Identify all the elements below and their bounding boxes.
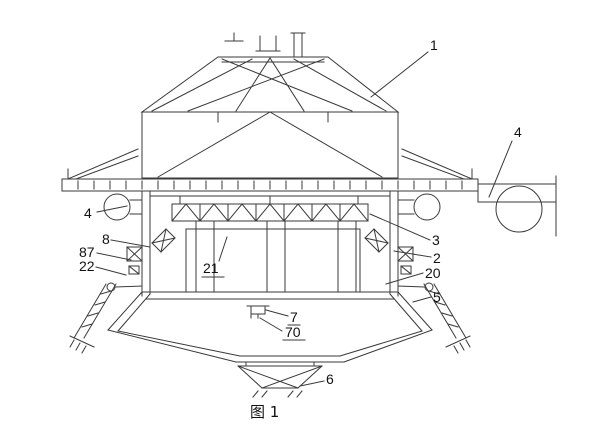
label-2: 2: [433, 250, 441, 266]
figure-caption: 图 1: [250, 403, 279, 421]
truss: [171, 195, 369, 222]
label-4-left: 4: [84, 205, 92, 221]
wall-fittings-right: [364, 228, 414, 275]
leg-left: [69, 282, 143, 354]
upper-box: [141, 111, 399, 179]
right-duct-circle: [495, 185, 543, 233]
top-fittings: [224, 32, 306, 58]
label-8: 8: [102, 231, 110, 247]
right-duct: [477, 175, 557, 237]
label-20: 20: [425, 265, 441, 281]
label-6: 6: [326, 371, 334, 387]
label-7: 7: [290, 309, 298, 325]
detail-7-70: [246, 305, 270, 319]
trunnion-right: [397, 193, 441, 221]
flange-ring: [61, 178, 479, 192]
bottom-funnel: [237, 361, 323, 398]
label-87: 87: [79, 244, 95, 260]
label-5: 5: [433, 289, 441, 305]
label-3: 3: [432, 232, 440, 248]
vessel-walls: [141, 190, 399, 297]
left-wing: [67, 148, 139, 180]
labels: 1 4 4 8 87 22 21 3 2 20 5 7 70 6: [79, 37, 522, 387]
leg-right: [397, 282, 471, 354]
label-70: 70: [285, 324, 301, 340]
right-wing: [401, 148, 473, 180]
trunnion-left: [103, 193, 143, 221]
label-21: 21: [203, 260, 219, 276]
wall-fittings-left: [126, 228, 176, 275]
panels: [185, 220, 361, 293]
hopper: [107, 291, 433, 363]
label-22: 22: [79, 258, 95, 274]
leader-lines: [95, 51, 513, 387]
label-4-right: 4: [514, 124, 522, 140]
label-1: 1: [430, 37, 438, 53]
hood: [140, 56, 400, 113]
